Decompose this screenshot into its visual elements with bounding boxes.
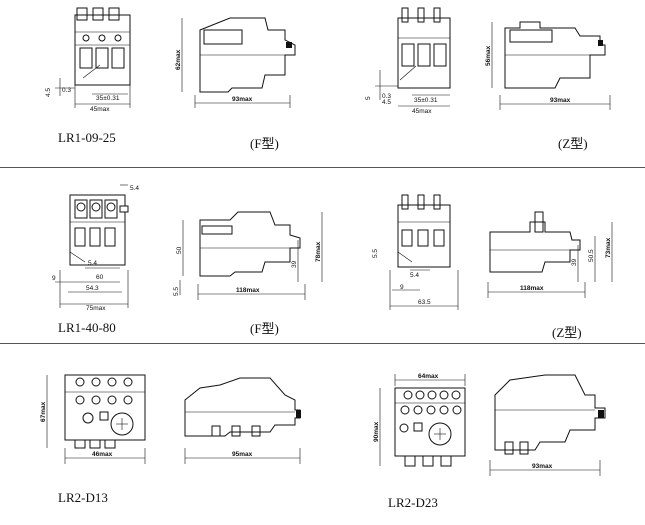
dim-45max: 45max [90, 106, 110, 113]
dim-5-4-b: 5.4 [88, 260, 97, 267]
dim-67max: 67max [40, 401, 47, 422]
dim-50-5: 50.5 [588, 249, 595, 262]
dim-5: 5 [365, 96, 372, 100]
dim-5-5: 5.5 [173, 287, 180, 296]
dim-39-z: 39 [571, 258, 578, 266]
dim-39: 39 [291, 260, 298, 268]
z-side-view-row1: 56max 93max [485, 21, 611, 110]
dim-46max: 46max [92, 451, 113, 458]
dim-93max-z: 93max [550, 97, 571, 104]
caption-lr2-d23: LR2-D23 [388, 495, 438, 510]
dim-78max: 78max [315, 241, 322, 262]
dim-9-z: 9 [400, 284, 404, 291]
dim-64max: 64max [418, 373, 439, 380]
dim-0-3: 0.3 [62, 87, 71, 94]
dim-45max-z: 45max [412, 108, 432, 115]
caption-lr2-d13: LR2-D13 [58, 490, 108, 505]
dim-35-z: 35±0.31 [414, 97, 438, 104]
caption-lr1-40-80: LR1-40-80 [58, 320, 116, 335]
dim-5-5-z: 5.5 [372, 249, 379, 258]
dim-5-4-z: 5.4 [410, 272, 419, 279]
dim-73max: 73max [605, 237, 612, 258]
caption-z-type-1: (Z型) [558, 136, 588, 151]
dim-9: 9 [52, 275, 56, 282]
z-side-view-row2: 118max 39 50.5 73max [487, 211, 613, 298]
row-separator-1 [0, 167, 645, 168]
dim-62max: 62max [175, 49, 182, 70]
dim-5-4: 5.4 [130, 185, 139, 192]
lr1-09-25-front-view: 4.5 0.3 35±0.31 45max [45, 7, 131, 113]
caption-f-type-2: (F型) [250, 321, 279, 336]
lr1-40-80-f-side-view: 50 5.5 118max 39 78max [173, 211, 323, 300]
dim-118max-z: 118max [520, 285, 544, 292]
dim-54-3: 54.3 [86, 285, 99, 292]
z-front-view-row1: 5 0.3 4.5 35±0.31 45max [365, 7, 451, 115]
caption-lr1-09-25: LR1-09-25 [58, 130, 116, 145]
dim-93max: 93max [232, 96, 253, 103]
row-separator-2 [0, 343, 645, 344]
dim-35: 35±0.31 [96, 95, 120, 102]
lr2-d13-front-view: 67max 46max [40, 374, 146, 464]
lr1-09-25-f-side-view: 62max 93max [175, 17, 296, 108]
dim-95max: 95max [232, 451, 253, 458]
lr2-d23-side-view: 93max [489, 374, 606, 476]
lr2-d13-side-view: 95max [184, 377, 301, 464]
dim-0-3-z: 0.3 [382, 93, 391, 100]
dim-50: 50 [176, 246, 183, 254]
lr1-40-80-front-view: 5.4 5.4 9 60 54.3 75max [52, 184, 139, 312]
dim-4-5-z: 4.5 [382, 99, 391, 106]
dim-4-5: 4.5 [45, 88, 52, 97]
dim-60: 60 [96, 274, 104, 281]
lr2-d23-front-view: 64max 90max [373, 373, 466, 467]
caption-z-type-2: (Z型) [552, 325, 582, 340]
caption-f-type-1: (F型) [250, 136, 279, 151]
dim-93max-d23: 93max [532, 463, 553, 470]
dim-63-5: 63.5 [418, 299, 431, 306]
dim-75max: 75max [86, 305, 106, 312]
dim-118max: 118max [236, 287, 260, 294]
dim-56max: 56max [485, 45, 492, 66]
z-front-view-row2: 5.5 5.4 9 63.5 [372, 194, 459, 310]
dim-90max: 90max [373, 421, 380, 442]
